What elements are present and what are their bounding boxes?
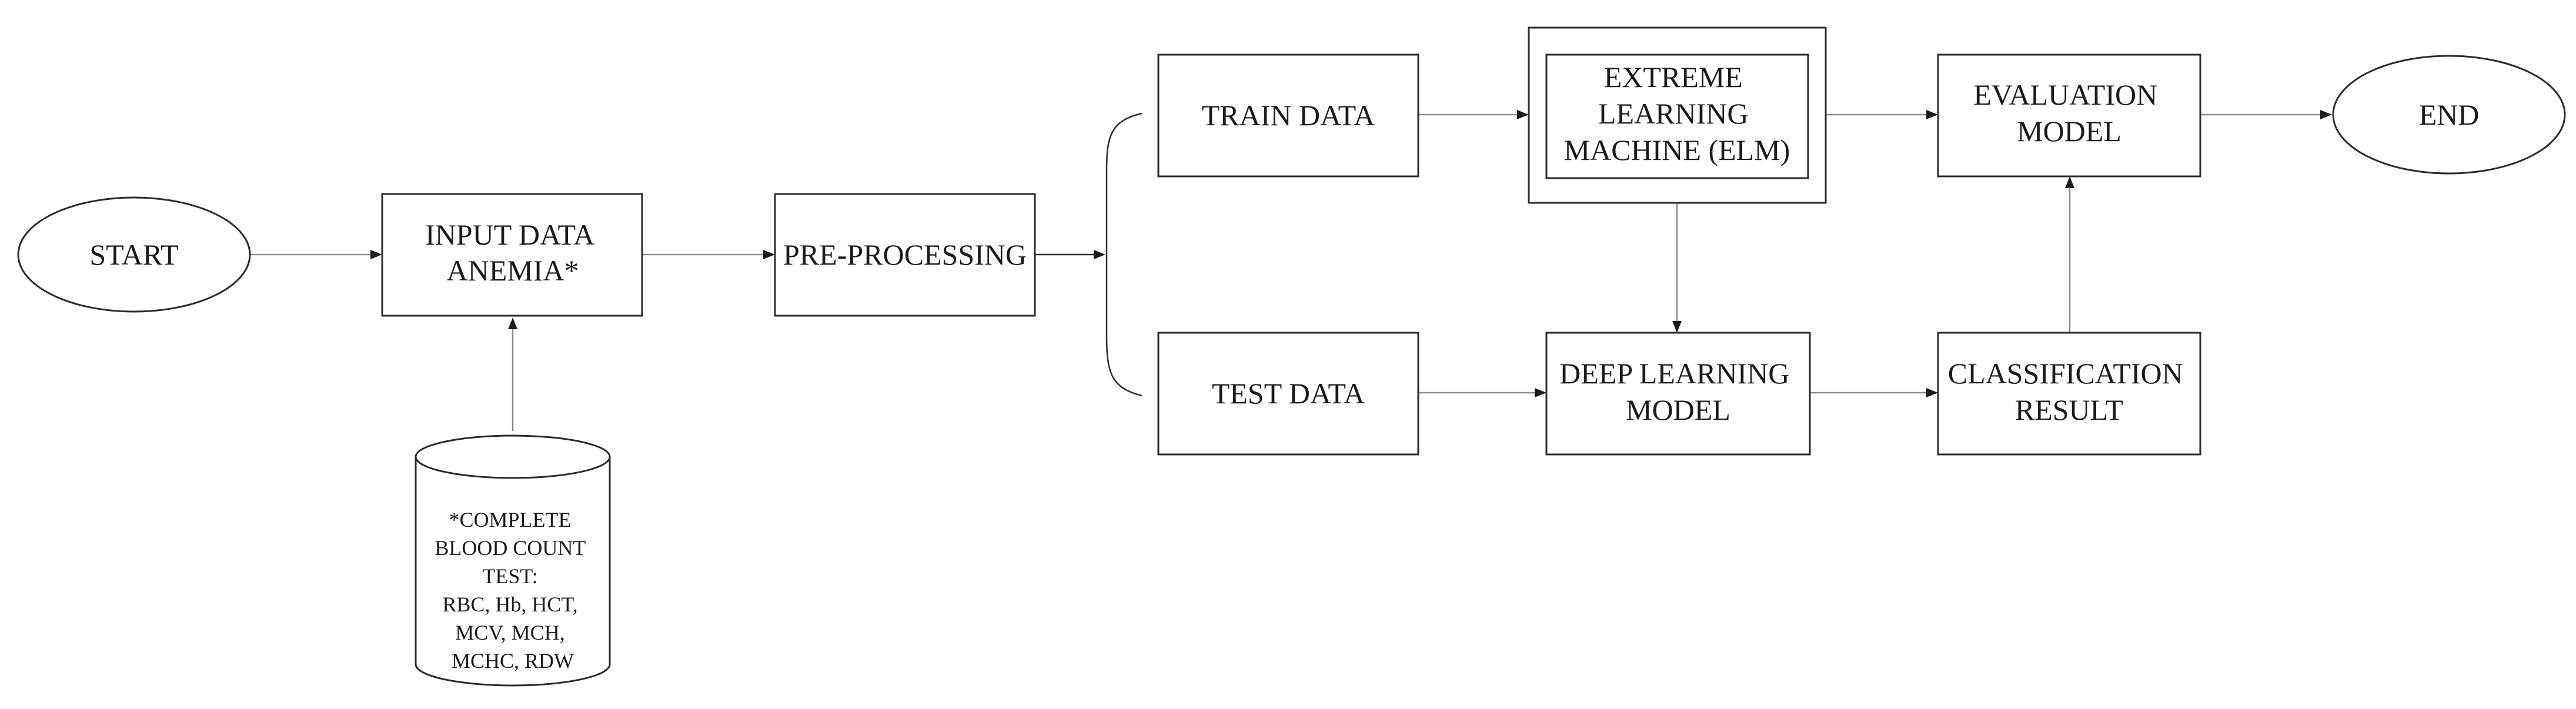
classification-node: CLASSIFICATION RESULT [1937, 332, 2201, 456]
deep-learning-node: DEEP LEARNING MODEL [1545, 332, 1811, 456]
arrowhead-elm [1517, 110, 1529, 119]
classification-label: CLASSIFICATION RESULT [1948, 357, 2191, 426]
preprocessing-node: PRE-PROCESSING [774, 193, 1036, 317]
end-label: END [2419, 98, 2480, 131]
input-data-node: INPUT DATA ANEMIA* [381, 193, 643, 317]
start-node: START [17, 196, 251, 313]
evaluation-node: EVALUATION MODEL [1937, 53, 2201, 178]
split-bracket [1105, 112, 1142, 397]
arrowhead-deep-learning-top [1672, 321, 1682, 333]
arrowhead-preprocessing [763, 250, 775, 259]
database-cylinder: *COMPLETE BLOOD COUNT TEST: RBC, Hb, HCT… [415, 434, 611, 687]
input-data-label: INPUT DATA ANEMIA* [425, 218, 600, 287]
train-data-node: TRAIN DATA [1157, 53, 1419, 178]
arrowhead-evaluation-left [1926, 110, 1938, 119]
arrowhead-classification [1926, 388, 1938, 397]
start-label: START [89, 238, 178, 271]
test-data-label: TEST DATA [1212, 377, 1365, 410]
evaluation-label: EVALUATION MODEL [1973, 78, 2164, 148]
arrowhead-end [2320, 110, 2332, 119]
deep-learning-label: DEEP LEARNING MODEL [1559, 357, 1797, 426]
test-data-node: TEST DATA [1157, 332, 1419, 456]
arrowhead-split [1094, 250, 1105, 259]
end-node: END [2332, 55, 2566, 175]
elm-label: EXTREME LEARNING MACHINE (ELM) [1564, 61, 1790, 166]
arrowhead-deep-learning-left [1535, 388, 1546, 397]
preprocessing-label: PRE-PROCESSING [783, 238, 1027, 271]
arrowhead-input-bottom [508, 317, 517, 329]
connectors [250, 110, 2332, 431]
database-label: *COMPLETE BLOOD COUNT TEST: RBC, Hb, HCT… [435, 508, 590, 673]
elm-node: EXTREME LEARNING MACHINE (ELM) [1528, 26, 1827, 204]
arrowhead-evaluation-bottom [2065, 176, 2074, 188]
train-data-label: TRAIN DATA [1202, 99, 1375, 132]
arrowhead-input [370, 250, 382, 259]
